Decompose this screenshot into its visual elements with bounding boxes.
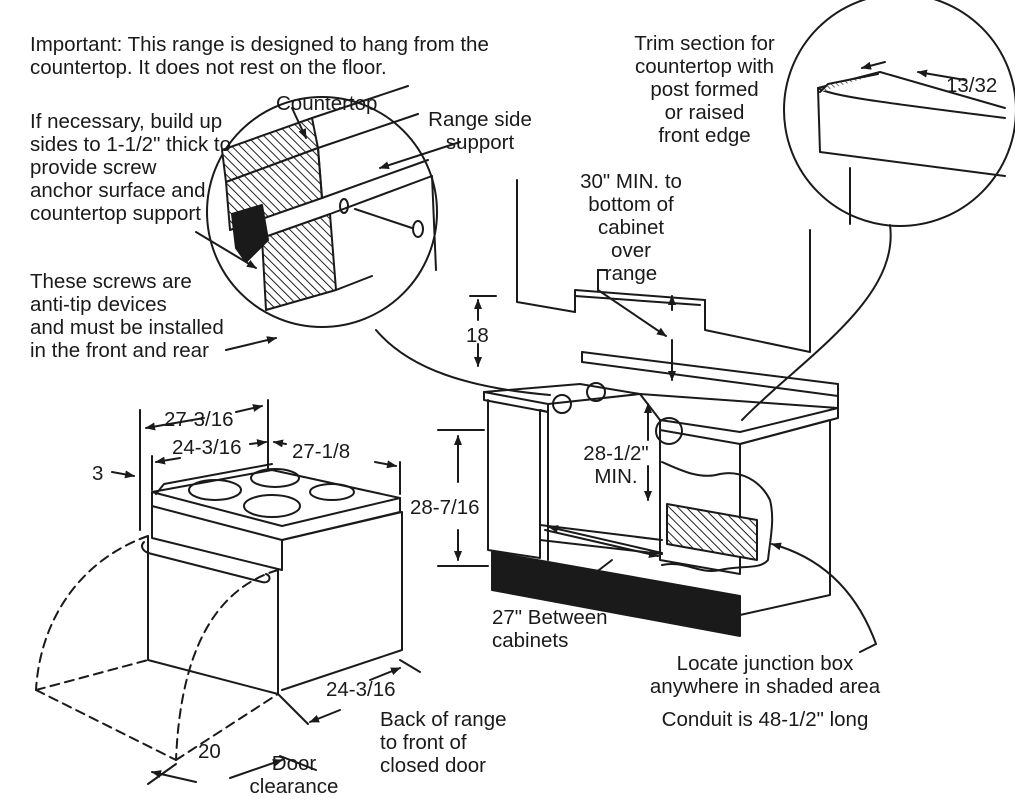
important-note: Important: This range is designed to han… [30,33,489,79]
back-to-front-label: Back of range to front of closed door [380,708,507,777]
dim-27-3-16: 27-3/16 [164,408,234,431]
dim-3: 3 [92,462,104,485]
anti-tip-note: These screws are anti-tip devices and mu… [30,270,224,362]
dim-28-1-2-min: 28-1/2" MIN. [583,442,649,488]
range-appliance [35,463,403,761]
between-cabinets-label: 27" Between cabinets [492,606,608,652]
conduit-label: Conduit is 48-1/2" long [661,708,869,731]
trim-detail-circle [783,0,1015,227]
dimension-lines [111,269,676,785]
dim-28-7-16: 28-7/16 [410,496,480,519]
dim-24-3-16-top: 24-3/16 [172,436,242,459]
dim-18: 18 [466,324,489,347]
countertop-label: Countertop [276,92,378,115]
cabinet-assembly [483,179,839,637]
junction-box-label: Locate junction box anywhere in shaded a… [649,652,881,698]
cabinet-clearance-label: 30" MIN. to bottom of cabinet over range [580,170,682,285]
build-up-note: If necessary, build up sides to 1-1/2" t… [30,110,231,225]
dim-27-1-8: 27-1/8 [292,440,351,463]
door-clearance-label: Door clearance [249,752,339,798]
leader-lines [195,107,892,653]
trim-section-label: Trim section for countertop with post fo… [634,32,775,147]
screw-detail-circle [206,85,438,328]
dim-24-3-16-bottom: 24-3/16 [326,678,396,701]
range-side-support-label: Range side support [428,108,532,154]
dim-20: 20 [198,740,221,763]
dim-13-32: 13/32 [946,74,998,97]
